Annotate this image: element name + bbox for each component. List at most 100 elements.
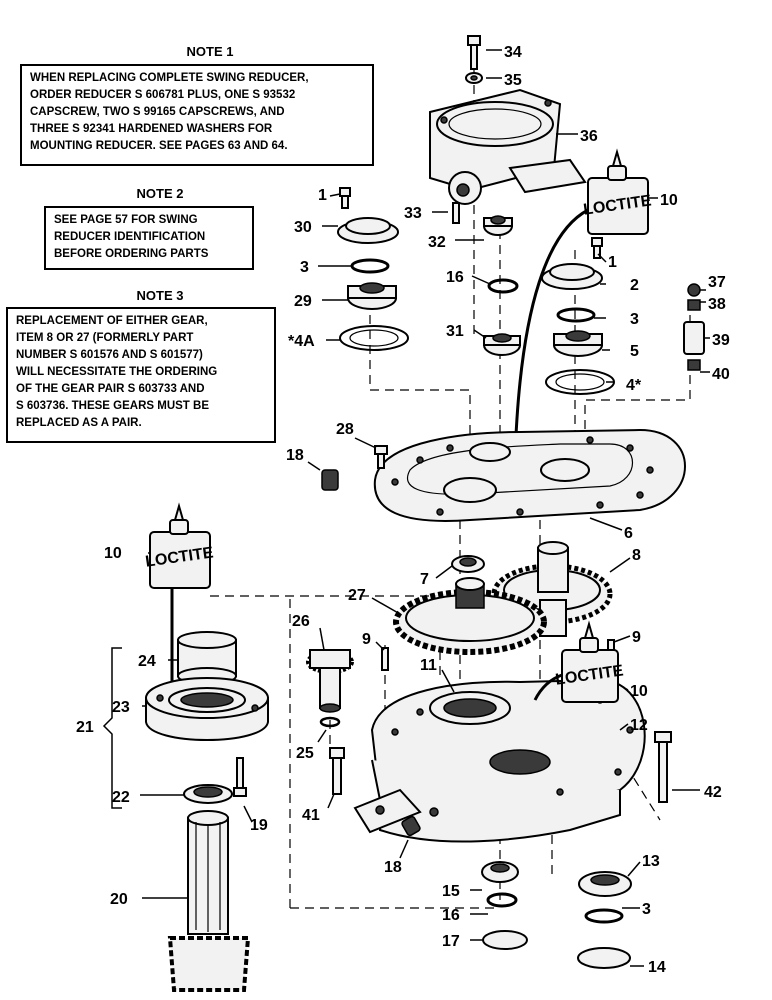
note-1-title: NOTE 1	[186, 44, 234, 59]
callout-1-left: 1	[318, 187, 327, 204]
part-21-bracket	[102, 647, 122, 809]
callout-6: 6	[624, 525, 633, 542]
part-1-bolt-left	[339, 187, 351, 209]
part-10-loctite-bottle-upper: LOCTITE	[513, 148, 653, 461]
callout-18-lower: 18	[384, 859, 402, 876]
part-19-bolt	[233, 757, 247, 797]
note-2-line: REDUCER IDENTIFICATION	[54, 231, 206, 243]
callout-20: 20	[110, 891, 128, 908]
part-28-bolt	[374, 445, 388, 469]
callout-33: 33	[404, 205, 422, 222]
note-3-line: ITEM 8 OR 27 (FORMERLY PART	[16, 332, 194, 344]
callout-3-lower: 3	[642, 901, 651, 918]
callout-22: 22	[112, 789, 130, 806]
callout-16-upper: 16	[446, 269, 464, 286]
callout-40: 40	[712, 366, 730, 383]
part-31-bearing	[483, 333, 521, 356]
note-3-line: NUMBER S 601576 AND S 601577)	[16, 349, 203, 361]
part-33-pin	[452, 202, 460, 224]
part-10-loctite-bottle-left: LOCTITE	[144, 502, 215, 690]
note-3-line: WILL NECESSITATE THE ORDERING	[16, 366, 218, 378]
part-3-snap-ring-left	[350, 258, 390, 274]
part-38-nut	[687, 299, 701, 311]
callout-8: 8	[632, 547, 641, 564]
callout-9-left: 9	[362, 631, 371, 648]
callout-38: 38	[708, 296, 726, 313]
callout-31: 31	[446, 323, 464, 340]
callout-41: 41	[302, 807, 320, 824]
part-26-pinion	[306, 649, 354, 713]
callout-29: 29	[294, 293, 312, 310]
callout-16-lower: 16	[442, 907, 460, 924]
callout-34: 34	[504, 44, 522, 61]
callout-5: 5	[630, 343, 639, 360]
part-6-cover-plate	[373, 428, 686, 522]
callout-labels: 34 35 36 10 33 32 16 31 1 30 3 29 *4A 1 …	[76, 44, 730, 976]
part-23-carrier	[145, 677, 269, 741]
part-5-bearing	[553, 330, 603, 357]
part-12-main-housing	[353, 678, 646, 843]
note-1-box: WHEN REPLACING COMPLETE SWING REDUCER, O…	[20, 64, 374, 166]
part-40-nut	[687, 359, 701, 371]
callout-21: 21	[76, 719, 94, 736]
note-2-box: SEE PAGE 57 FOR SWING REDUCER IDENTIFICA…	[44, 206, 254, 270]
note-3-line: OF THE GEAR PAIR S 603733 AND	[16, 383, 205, 395]
callout-19: 19	[250, 817, 268, 834]
callout-15: 15	[442, 883, 460, 900]
callout-18-upper: 18	[286, 447, 304, 464]
callout-37: 37	[708, 274, 726, 291]
callout-28: 28	[336, 421, 354, 438]
callout-14: 14	[648, 959, 666, 976]
note-2-title: NOTE 2	[136, 186, 184, 201]
part-4-shim	[545, 369, 615, 395]
note-1-line: THREE S 92341 HARDENED WASHERS FOR	[30, 123, 273, 135]
part-41-bolt	[329, 747, 345, 795]
part-24-sleeve	[177, 631, 237, 685]
callout-10-right: 10	[630, 683, 648, 700]
note-3-line: REPLACEMENT OF EITHER GEAR,	[16, 315, 208, 327]
part-22-seal	[183, 784, 233, 804]
part-2-cover	[541, 263, 603, 290]
note-3-box: REPLACEMENT OF EITHER GEAR, ITEM 8 OR 27…	[6, 307, 276, 443]
callout-10-upper: 10	[660, 192, 678, 209]
callout-12: 12	[630, 717, 648, 734]
part-17-cap	[482, 930, 528, 950]
callout-13: 13	[642, 853, 660, 870]
part-35-washer	[465, 72, 483, 84]
part-13-bearing	[578, 871, 632, 897]
part-29-bearing	[347, 282, 397, 310]
part-18-plug-upper	[321, 469, 339, 491]
note-3-line: REPLACED AS A PAIR.	[16, 417, 142, 429]
part-1-bolt-right	[591, 237, 603, 259]
callout-26: 26	[292, 613, 310, 630]
part-16-snap-ring-lower	[486, 892, 518, 908]
note-1-line: WHEN REPLACING COMPLETE SWING REDUCER,	[30, 72, 309, 84]
callout-25: 25	[296, 745, 314, 762]
part-42-bolt	[654, 731, 672, 803]
callout-leaders	[140, 49, 710, 967]
callout-35: 35	[504, 72, 522, 89]
note-3-title: NOTE 3	[136, 288, 184, 303]
callout-2: 2	[630, 277, 639, 294]
part-39-sleeve	[683, 321, 705, 355]
callout-3-right: 3	[630, 311, 639, 328]
callout-4a: *4A	[288, 333, 315, 350]
part-37-cap	[687, 283, 701, 297]
note-1-line: CAPSCREW, TWO S 99165 CAPSCREWS, AND	[30, 106, 285, 118]
callout-4: 4*	[626, 377, 642, 394]
callout-17: 17	[442, 933, 460, 950]
part-34-bolt	[467, 35, 481, 70]
part-3-snap-ring-lower	[584, 908, 624, 924]
part-36-upper-housing	[429, 88, 587, 205]
part-20-shaft-pinion	[167, 810, 251, 992]
callout-32: 32	[428, 234, 446, 251]
part-9-pin-left	[381, 647, 389, 671]
part-16-snap-ring-upper	[487, 278, 519, 294]
part-15-bearing	[481, 861, 519, 883]
part-7-bearing	[451, 555, 485, 573]
callout-7: 7	[420, 571, 429, 588]
callout-3-left: 3	[300, 259, 309, 276]
part-25-snap-ring	[319, 716, 341, 728]
part-30-cover	[337, 217, 399, 244]
